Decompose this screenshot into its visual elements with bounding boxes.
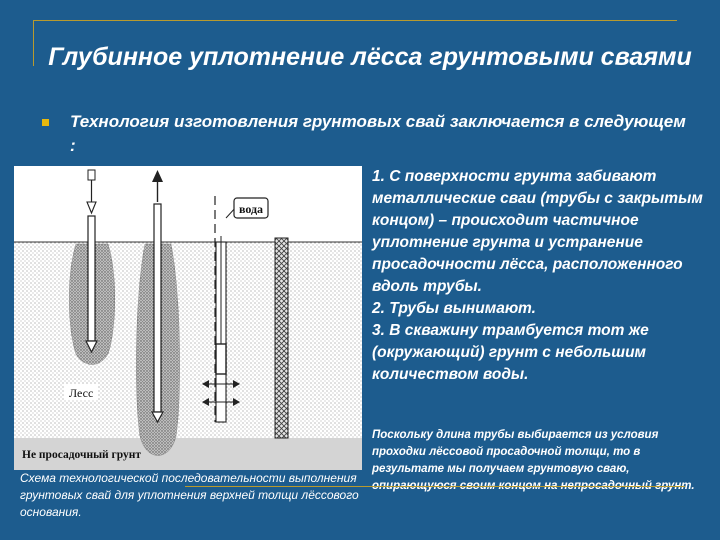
step-3: 3. В скважину трамбуется тот же (окружаю…	[372, 322, 649, 383]
rammer	[215, 343, 227, 375]
note-text: Поскольку длина трубы выбирается из усло…	[372, 429, 695, 492]
bullet-text: Технология изготовления грунтовых свай з…	[70, 112, 686, 155]
top-accent-line	[33, 20, 34, 66]
bullet-marker	[42, 119, 49, 126]
water-label: вода	[239, 202, 263, 216]
top-accent-line-horizontal	[33, 20, 677, 21]
loess-layer	[14, 242, 362, 438]
slide-title: Глубинное уплотнение лёсса грунтовыми св…	[48, 43, 692, 71]
water-callout-box	[233, 197, 269, 219]
pile-2	[153, 203, 162, 413]
step-1: 1. С поверхности грунта забивают металли…	[372, 168, 703, 295]
step-2: 2. Трубы вынимают.	[372, 300, 536, 317]
pile-diagram-svg: вода Лесс Не просадочный грунт	[14, 169, 362, 470]
soil-pile	[274, 237, 289, 439]
loess-label: Лесс	[69, 386, 93, 400]
base-soil-label: Не просадочный грунт	[22, 449, 141, 461]
figure-caption: Схема технологической последовательности…	[20, 471, 359, 519]
base-soil-layer	[14, 438, 362, 470]
steps-list: 1. С поверхности грунта забивают металли…	[372, 166, 712, 386]
bottom-accent-line	[185, 486, 685, 487]
bullet-row: Технология изготовления грунтовых свай з…	[42, 110, 692, 158]
pile-diagram: вода Лесс Не просадочный грунт	[14, 166, 362, 470]
pile-1	[87, 215, 96, 342]
